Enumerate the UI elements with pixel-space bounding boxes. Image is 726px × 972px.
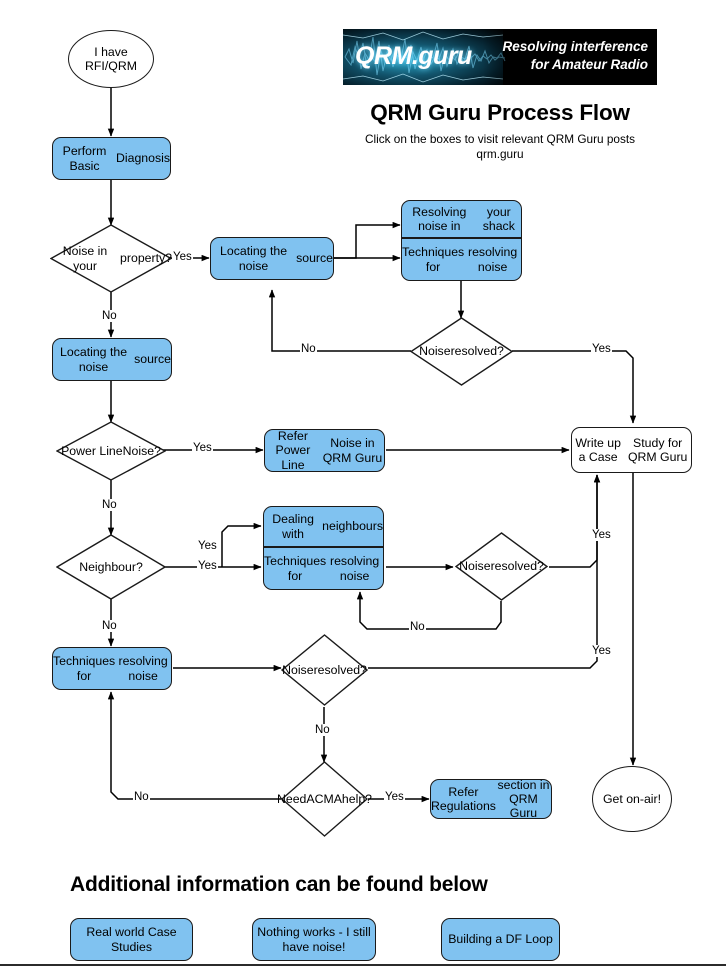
bottom-divider	[0, 964, 726, 966]
diamond-shape	[281, 761, 368, 837]
node-neighbour-label: Neighbour?	[79, 559, 143, 574]
additional-information-heading: Additional information can be found belo…	[70, 873, 488, 896]
node-start-i-have-rfi-qrm[interactable]: I have RFI/QRM	[68, 30, 154, 88]
footer-box-1-line2: have noise!	[282, 939, 346, 954]
edge-label-yes-acma: Yes	[384, 791, 405, 803]
qrm-guru-banner: QRM.guru Resolving interference for Amat…	[343, 29, 657, 85]
node-get-on-air[interactable]: Get on-air!	[592, 766, 672, 832]
edge-label-yes-resolved-bottom: Yes	[591, 645, 612, 657]
edge-label-no-resolved-mid: No	[409, 621, 426, 633]
edge-label-no-power-line: No	[101, 499, 118, 511]
waveform-icon	[343, 31, 506, 83]
edge-label-yes-neighbour-lower: Yes	[197, 560, 218, 572]
edge-label-yes-property: Yes	[172, 251, 193, 263]
edge-label-no-acma: No	[133, 791, 150, 803]
banner-brand-text: QRM.guru	[355, 42, 472, 70]
footer-box-0-line1: Real world Case	[86, 925, 177, 940]
edge-label-yes-resolved-mid: Yes	[591, 529, 612, 541]
edge-label-no-resolved-top: No	[300, 343, 317, 355]
edge-label-yes-power-line: Yes	[192, 442, 213, 454]
diamond-shape	[281, 634, 368, 706]
node-start-line2: RFI/QRM	[85, 59, 137, 73]
page-subtitle: Click on the boxes to visit relevant QRM…	[300, 132, 700, 161]
edge-label-no-resolved-bottom: No	[314, 724, 331, 736]
banner-tagline: Resolving interference for Amateur Radio	[502, 38, 648, 74]
footer-box-building-a-df-loop[interactable]: Building a DF Loop	[441, 918, 560, 961]
banner-tagline-line1: Resolving interference	[502, 39, 648, 54]
edge-label-yes-neighbour-upper: Yes	[197, 540, 218, 552]
subtitle-line2: qrm.guru	[476, 146, 524, 161]
footer-box-1-line1: Nothing works - I still	[257, 925, 371, 940]
banner-gradient-fade	[483, 29, 553, 85]
subtitle-line1: Click on the boxes to visit relevant QRM…	[364, 132, 636, 146]
banner-tagline-line2: for Amateur Radio	[530, 57, 648, 73]
edge-label-no-neighbour: No	[101, 620, 118, 632]
edge-label-yes-resolved-top: Yes	[591, 343, 612, 355]
footer-box-0-line2: Studies	[110, 939, 153, 954]
node-neighbour[interactable]: Neighbour?	[56, 534, 166, 600]
footer-box-real-world-case-studies[interactable]: Real world Case Studies	[70, 918, 193, 961]
node-start-line1: I have	[94, 44, 128, 59]
diamond-shape	[410, 317, 513, 386]
footer-box-nothing-works[interactable]: Nothing works - I still have noise!	[252, 918, 376, 961]
edge-label-no-property: No	[101, 310, 118, 322]
page-title: QRM Guru Process Flow	[370, 100, 630, 125]
